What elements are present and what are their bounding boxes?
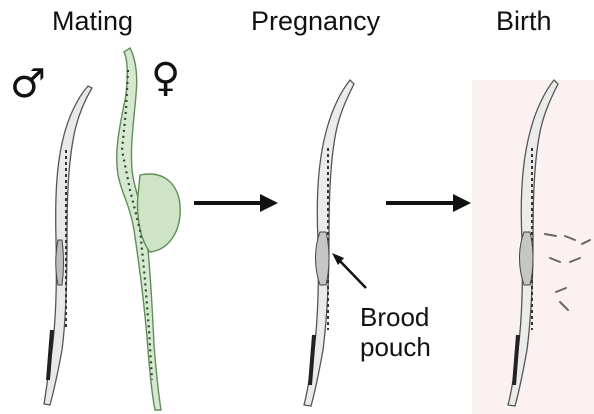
- female-symbol: ♀: [151, 56, 180, 100]
- brood-pouch-label: Brood pouch: [360, 302, 431, 362]
- pregnant-male-pipefish: [304, 80, 354, 406]
- arrow-mating-to-pregnancy: [194, 194, 278, 212]
- arrow-pregnancy-to-birth: [386, 194, 471, 212]
- stage-title-birth: Birth: [496, 4, 552, 38]
- male-symbol: ♂: [10, 62, 46, 106]
- female-pipefish-mating: [117, 48, 180, 410]
- brood-pouch-label-line2: pouch: [360, 332, 431, 362]
- brood-pouch-pointer: [332, 253, 366, 288]
- brood-pouch-label-line1: Brood: [360, 302, 431, 332]
- male-pipefish-mating: [44, 86, 92, 405]
- stage-title-pregnancy: Pregnancy: [251, 4, 380, 38]
- stage-title-mating: Mating: [52, 4, 133, 38]
